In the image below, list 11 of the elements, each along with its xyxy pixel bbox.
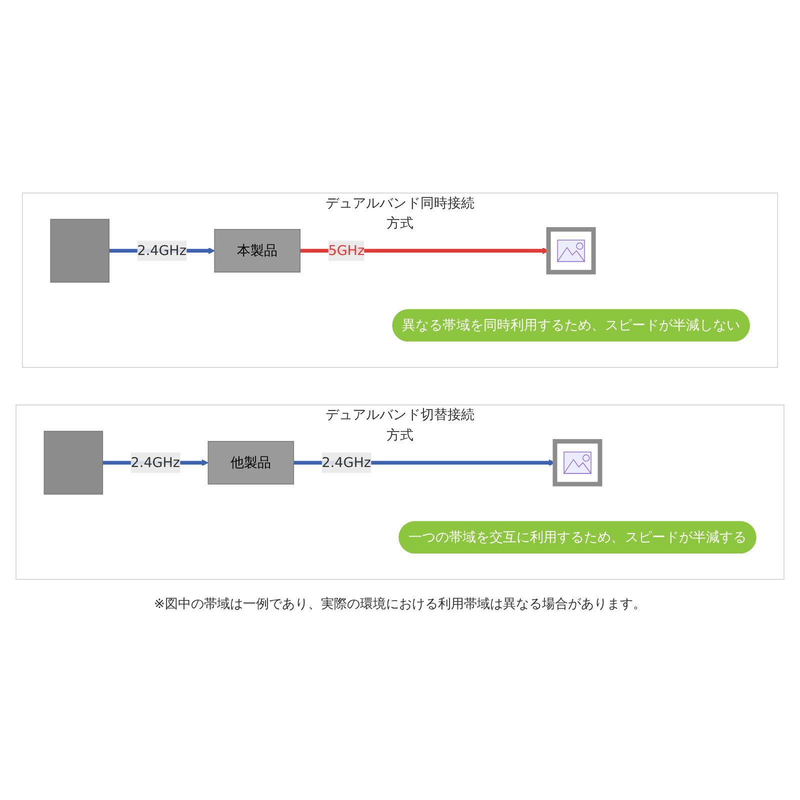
edge-label: 2.4GHz: [322, 454, 371, 470]
node-box: [44, 430, 104, 494]
node-box: 他製品: [208, 440, 294, 484]
node-picture: [546, 226, 596, 274]
edge-label: 5GHz: [328, 242, 365, 258]
node-box: 本製品: [214, 228, 300, 272]
node-picture: [552, 438, 602, 486]
edge-label: 2.4GHz: [137, 242, 186, 258]
footnote: ※図中の帯域は一例であり、実際の環境における利用帯域は異なる場合があります。: [154, 596, 646, 614]
node-box: [50, 218, 110, 282]
edge-label: 2.4GHz: [130, 454, 180, 470]
